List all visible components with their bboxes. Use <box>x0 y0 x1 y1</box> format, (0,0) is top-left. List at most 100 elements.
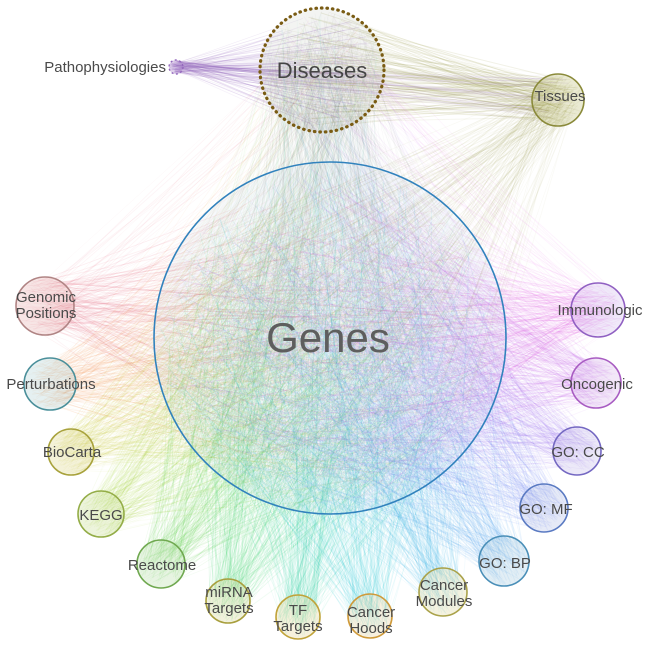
edge <box>244 268 334 594</box>
tf_targets-circle[interactable] <box>275 594 321 640</box>
edge <box>55 399 280 470</box>
tissues-circle[interactable] <box>531 73 585 127</box>
mirna_targets-circle[interactable] <box>205 578 251 624</box>
node-go_bp[interactable]: GO: BP <box>478 535 531 587</box>
node-go_cc[interactable]: GO: CC <box>551 426 605 476</box>
edge <box>320 79 326 211</box>
edge <box>84 327 392 463</box>
edge <box>89 311 473 526</box>
edge <box>35 192 332 401</box>
kegg-circle[interactable] <box>77 490 125 538</box>
go_bp-circle[interactable] <box>478 535 530 587</box>
genomic_positions-circle[interactable] <box>15 276 75 336</box>
edge <box>51 451 289 455</box>
edge <box>331 92 548 101</box>
edge <box>349 31 578 100</box>
edge <box>142 471 236 565</box>
immunologic-circle[interactable] <box>570 282 626 338</box>
edge <box>67 306 355 486</box>
go_cc-circle[interactable] <box>552 426 602 476</box>
biocarta-circle[interactable] <box>47 428 95 476</box>
edge <box>346 87 375 210</box>
edge <box>175 65 554 101</box>
edge <box>345 51 558 111</box>
edge <box>58 366 227 436</box>
edge <box>309 103 460 402</box>
edge <box>89 176 363 527</box>
edge <box>222 70 301 432</box>
cancer_hoods-circle[interactable] <box>347 593 393 639</box>
edge <box>104 296 325 507</box>
edge <box>175 61 564 104</box>
edge <box>85 447 417 455</box>
edge <box>178 43 370 63</box>
edge <box>160 87 554 331</box>
edge <box>36 290 449 375</box>
edge <box>143 427 415 579</box>
cancer_modules-circle[interactable] <box>418 567 468 617</box>
edge <box>231 315 412 608</box>
node-go_mf[interactable]: GO: MF <box>519 483 573 533</box>
edge <box>356 68 449 240</box>
node-pathophysiologies[interactable]: Pathophysiologies <box>44 59 184 76</box>
perturbations-circle[interactable] <box>23 357 77 411</box>
edge <box>48 315 202 322</box>
edge <box>108 314 213 516</box>
node-tissues[interactable]: Tissues <box>531 73 586 127</box>
edge <box>57 437 391 445</box>
edge <box>234 463 276 586</box>
edge <box>157 441 465 554</box>
edge <box>216 391 341 615</box>
edge <box>305 63 538 113</box>
edge <box>337 40 565 124</box>
node-diseases[interactable]: Diseases <box>258 6 386 134</box>
edge <box>149 91 320 547</box>
edge <box>38 372 263 376</box>
oncogenic-circle[interactable] <box>570 357 622 409</box>
edge <box>87 445 383 474</box>
edge <box>53 357 171 454</box>
edge <box>57 307 374 313</box>
edge <box>332 119 451 364</box>
edge <box>278 96 571 493</box>
edge <box>280 102 557 264</box>
edge <box>221 270 476 607</box>
edge <box>399 89 574 242</box>
genes-circle[interactable] <box>153 161 507 515</box>
go_mf-circle[interactable] <box>519 483 569 533</box>
edge <box>34 325 471 403</box>
edge <box>215 96 571 391</box>
edge <box>379 77 568 413</box>
edge <box>144 410 186 575</box>
edge <box>112 30 364 522</box>
edge <box>66 369 274 394</box>
edge <box>274 60 320 457</box>
edge <box>34 338 394 376</box>
edge <box>147 216 215 567</box>
diseases-circle[interactable] <box>258 6 386 134</box>
edge <box>54 309 494 326</box>
edge <box>226 396 448 581</box>
reactome-circle[interactable] <box>136 539 186 589</box>
edge <box>25 222 446 292</box>
edge <box>174 493 394 582</box>
edge <box>308 120 559 447</box>
edge <box>77 261 440 435</box>
edge <box>83 293 408 513</box>
edge <box>187 90 542 261</box>
node-kegg[interactable]: KEGG <box>77 490 125 538</box>
edge <box>330 56 576 115</box>
edge <box>329 80 558 111</box>
edge <box>95 381 397 513</box>
edge <box>273 79 575 102</box>
edge <box>368 77 541 110</box>
edge <box>39 320 349 395</box>
edge <box>214 352 268 602</box>
edge <box>308 40 482 352</box>
pathophysiologies-circle[interactable] <box>168 59 184 75</box>
edge <box>166 321 489 568</box>
node-genes[interactable]: Genes <box>153 161 507 515</box>
edge <box>151 236 402 559</box>
edge <box>174 64 311 73</box>
edge <box>104 455 385 510</box>
